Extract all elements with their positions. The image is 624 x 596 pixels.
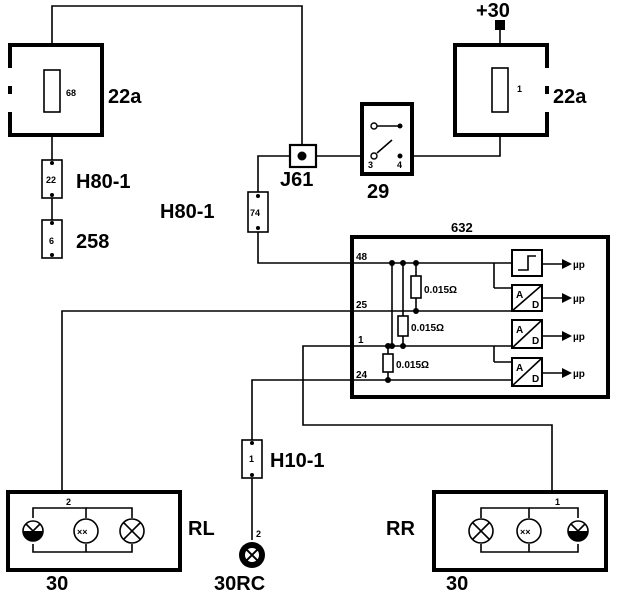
output-4-label: µp: [573, 369, 585, 380]
svg-text:A: A: [516, 290, 523, 301]
lamp-assembly-rr: ×× 1 RR 30: [386, 490, 608, 595]
fuse-left-number: 68: [66, 88, 76, 98]
relay-29: 3 4 29: [360, 102, 414, 203]
wire-pin1-to-rr: [302, 345, 553, 508]
pin-48: 48: [356, 252, 368, 263]
junction-label: J61: [280, 169, 313, 191]
svg-text:D: D: [532, 300, 539, 311]
fuse-left-label: 22a: [108, 86, 142, 108]
module-label: 632: [451, 220, 473, 235]
comparator-block: [511, 249, 543, 277]
supply-terminal: +30: [476, 0, 510, 30]
supply-label: +30: [476, 0, 510, 22]
output-3-label: µp: [573, 332, 585, 343]
lamp-30rc: 30RC: [214, 542, 265, 595]
module-632: 632 48 25 1 24 0.015Ω 0.015Ω 0.015Ω: [350, 220, 610, 399]
connector-258-label: 258: [76, 231, 109, 253]
connector-h80-top: 22 H80-1: [41, 159, 130, 199]
relay-pin3: 3: [368, 160, 373, 170]
adc-block-3: A D: [511, 357, 543, 387]
h80-mid-pin: 74: [250, 208, 260, 218]
output-arrows: µp µp µp µp: [542, 259, 585, 380]
h10-pin1: 1: [249, 454, 254, 464]
lamp-assembly-rl: ×× 2 RL 30: [6, 490, 215, 595]
connector-258-pin: 6: [49, 236, 54, 246]
svg-text:D: D: [532, 336, 539, 347]
pin-25: 25: [356, 300, 368, 311]
h10-pin2: 2: [256, 529, 261, 539]
rr-pin: 1: [555, 497, 560, 507]
resistor-1-value: 0.015Ω: [424, 285, 457, 296]
relay-label: 29: [367, 181, 389, 203]
pin-24: 24: [356, 370, 368, 381]
lamp-30rc-label: 30RC: [214, 573, 265, 595]
svg-text:××: ××: [520, 527, 531, 537]
wires: [51, 5, 553, 540]
adc-block-2: A D: [511, 319, 543, 349]
pin-1: 1: [358, 335, 364, 346]
wire-j61-to-h80-mid: [257, 155, 290, 192]
lamp-rr-ground: 30: [446, 573, 468, 595]
lamp-rl-label: RL: [188, 518, 215, 540]
resistor-3-value: 0.015Ω: [396, 360, 429, 371]
wire-pin24-to-h10: [251, 379, 352, 440]
resistor-3: [382, 353, 394, 373]
resistor-2: [397, 315, 409, 337]
h10-label: H10-1: [270, 450, 324, 472]
h80-top-pin: 22: [46, 175, 56, 185]
adc-block-1: A D: [511, 284, 543, 312]
output-2-label: µp: [573, 294, 585, 305]
lamp-rl-ground: 30: [46, 573, 68, 595]
output-1-label: µp: [573, 260, 585, 271]
svg-text:A: A: [516, 363, 523, 374]
h80-mid-label: H80-1: [160, 201, 214, 223]
fuse-right: 1 22a: [453, 43, 587, 137]
wire-h80-to-pin48: [257, 232, 352, 264]
lamp-rr-label: RR: [386, 518, 415, 540]
wire-fuse-to-j61: [51, 5, 303, 148]
connector-h80-mid: 74 H80-1: [160, 191, 269, 233]
relay-pin4: 4: [397, 160, 402, 170]
fuse-right-number: 1: [517, 84, 522, 94]
fuse-right-label: 22a: [553, 86, 587, 108]
fuse-left: 68 22a: [7, 43, 142, 137]
resistor-2-value: 0.015Ω: [411, 323, 444, 334]
svg-text:××: ××: [77, 527, 88, 537]
svg-text:D: D: [532, 374, 539, 385]
junction-j61: J61: [280, 143, 318, 191]
svg-text:A: A: [516, 325, 523, 336]
resistor-1: [410, 275, 422, 299]
wire-pin25-to-rl: [61, 310, 352, 508]
connector-h10: 1 H10-1 2: [241, 439, 324, 539]
rl-pin: 2: [66, 497, 71, 507]
h80-top-label: H80-1: [76, 171, 130, 193]
connector-258: 6 258: [41, 219, 109, 259]
